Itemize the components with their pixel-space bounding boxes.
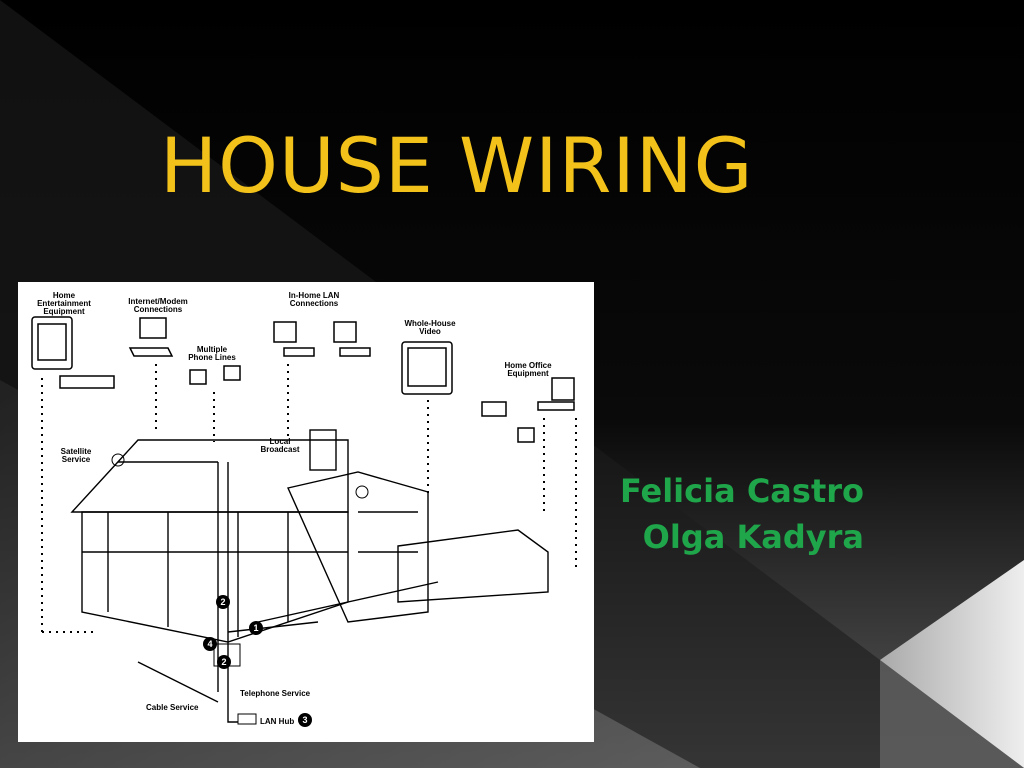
- callout-number: 4: [207, 639, 212, 649]
- callout-number: 2: [220, 597, 225, 607]
- laptop-icon: [139, 317, 167, 339]
- label-home-office: Home Office: [504, 361, 552, 370]
- wiring-illustration: 2 1 4 2 3 Home Entertainment Equipment I…: [31, 291, 577, 727]
- author-name: Felicia Castro: [619, 472, 864, 510]
- chimney: [309, 429, 337, 471]
- label-cable-service: Cable Service: [146, 703, 199, 712]
- label-inhome-lan: Connections: [290, 299, 339, 308]
- label-local-broadcast: Local: [270, 437, 291, 446]
- label-whole-house-video: Whole-House: [404, 319, 456, 328]
- callout-number: 2: [221, 657, 226, 667]
- label-multiple-phone: Phone Lines: [188, 353, 236, 362]
- callout-badges: 2 1 4 2 3: [203, 595, 312, 727]
- label-telephone-service: Telephone Service: [240, 689, 311, 698]
- label-internet-modem: Internet/Modem: [128, 297, 188, 306]
- label-whole-house-video: Video: [419, 327, 441, 336]
- callout-number: 1: [253, 623, 258, 633]
- label-local-broadcast: Broadcast: [260, 445, 299, 454]
- phone-icon: [517, 427, 535, 443]
- label-satellite: Service: [62, 455, 91, 464]
- callout-number: 3: [302, 715, 307, 725]
- label-home-office: Equipment: [507, 369, 549, 378]
- phone-icon: [189, 369, 207, 385]
- label-internet-modem: Connections: [134, 305, 183, 314]
- slide-title: HOUSE WIRING: [160, 121, 754, 210]
- vcr-icon: [59, 375, 115, 389]
- lan-hub-box: [237, 713, 257, 725]
- tv-icon: [31, 316, 73, 370]
- author-name: Olga Kadyra: [642, 518, 864, 556]
- label-home-entertainment: Equipment: [43, 307, 85, 316]
- label-home-entertainment: Entertainment: [37, 299, 91, 308]
- label-lan-hub: LAN Hub: [260, 717, 294, 726]
- label-home-entertainment: Home: [53, 291, 76, 300]
- computer-icon: [551, 377, 575, 401]
- tv-icon: [401, 341, 453, 395]
- author-list: Felicia Castro Olga Kadyra: [620, 468, 864, 560]
- label-multiple-phone: Multiple: [197, 345, 228, 354]
- label-satellite: Satellite: [61, 447, 92, 456]
- diagram-labels: Home Entertainment Equipment Internet/Mo…: [37, 291, 552, 726]
- label-inhome-lan: In-Home LAN: [289, 291, 340, 300]
- house-wiring-diagram: 2 1 4 2 3 Home Entertainment Equipment I…: [18, 282, 594, 742]
- printer-icon: [481, 401, 507, 417]
- computer-icon: [273, 321, 297, 343]
